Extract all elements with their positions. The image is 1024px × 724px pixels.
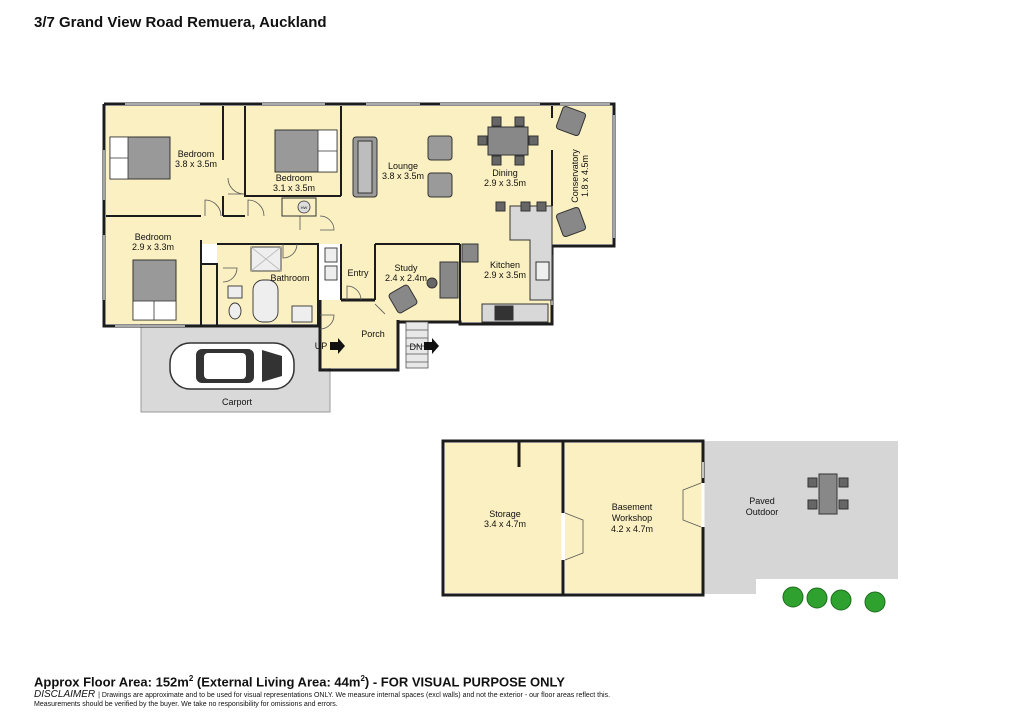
kitchen-size: 2.9 x 3.5m [484, 270, 526, 280]
hw-label: HW [301, 205, 308, 210]
car-icon [169, 342, 295, 390]
page-title: 3/7 Grand View Road Remuera, Auckland [34, 14, 327, 31]
porch-area [320, 300, 398, 368]
area-sup: 2 [188, 674, 194, 683]
up-arrow-icon [330, 338, 345, 354]
down-arrow-icon [424, 338, 439, 354]
conservatory-chairs [555, 105, 587, 238]
disclaimer-line-2: Measurements should be verified by the b… [34, 701, 338, 708]
bedroom-3-size: 2.9 x 3.3m [132, 242, 174, 252]
lounge-name: Lounge [388, 161, 418, 171]
workshop-area [565, 443, 702, 593]
workshop-name-1: Basement [612, 502, 653, 512]
bathroom-name: Bathroom [270, 273, 309, 283]
outdoor-table-icon [807, 473, 849, 515]
tree-icon [806, 587, 828, 609]
bed-icon [274, 129, 338, 173]
hall-link-area [223, 106, 245, 214]
bedroom-1-name: Bedroom [178, 149, 215, 159]
disclaimer-line-1: | Drawings are approximate and to be use… [98, 692, 611, 699]
room-labels: Bedroom 3.8 x 3.5m Bedroom 3.1 x 3.5m Be… [132, 149, 778, 534]
tree-icon [864, 591, 886, 613]
bedroom-2-size: 3.1 x 3.5m [273, 183, 315, 193]
outdoor-name-2: Outdoor [746, 507, 779, 517]
bedroom-1-size: 3.8 x 3.5m [175, 159, 217, 169]
down-label: DN [410, 342, 423, 352]
porch-name: Porch [361, 329, 385, 339]
storage-name: Storage [489, 509, 521, 519]
kitchen-units [461, 201, 553, 323]
study-size: 2.4 x 2.4m [385, 273, 427, 283]
bathroom-fixtures [227, 246, 338, 323]
storage-size: 3.4 x 4.7m [484, 519, 526, 529]
kitchen-name: Kitchen [490, 260, 520, 270]
study-name: Study [394, 263, 418, 273]
bed-icon [109, 136, 171, 180]
carport-name: Carport [222, 397, 253, 407]
outdoor-name-1: Paved [749, 496, 775, 506]
storage-area [445, 443, 563, 593]
bed-icon [132, 259, 177, 321]
up-label: UP [315, 341, 328, 351]
bedroom-2-name: Bedroom [276, 173, 313, 183]
bedroom-3-name: Bedroom [135, 232, 172, 242]
disclaimer-title: DISCLAIMER [34, 689, 96, 700]
porch-steps [405, 321, 429, 369]
paved-outdoor-area [703, 441, 898, 594]
floor-area-summary: Approx Floor Area: 152m2 (External Livin… [34, 674, 565, 689]
conservatory-size: 1.8 x 4.5m [580, 155, 590, 197]
lounge-furniture [352, 135, 453, 198]
area-mid: (External Living Area: 44m [193, 674, 361, 690]
entry-name: Entry [347, 268, 369, 278]
interior-walls [106, 106, 553, 326]
disclaimer: DISCLAIMER| Drawings are approximate and… [34, 690, 674, 709]
wc-area [201, 264, 217, 324]
dining-table-icon [477, 116, 539, 166]
area-sup: 2 [360, 674, 365, 683]
lounge-size: 3.8 x 3.5m [382, 171, 424, 181]
workshop-name-2: Workshop [612, 513, 652, 523]
tree-icons [782, 586, 886, 613]
area-prefix: Approx Floor Area: 152m [34, 674, 189, 690]
tree-icon [782, 586, 804, 608]
workshop-size: 4.2 x 4.7m [611, 524, 653, 534]
area-suffix: ) - FOR VISUAL PURPOSE ONLY [364, 674, 565, 690]
dining-name: Dining [492, 168, 518, 178]
hot-water-cylinder-icon: HW [281, 197, 317, 217]
study-furniture [388, 261, 459, 314]
conservatory-name: Conservatory [570, 149, 580, 203]
basement [441, 439, 898, 597]
dining-size: 2.9 x 3.5m [484, 178, 526, 188]
tree-icon [830, 589, 852, 611]
